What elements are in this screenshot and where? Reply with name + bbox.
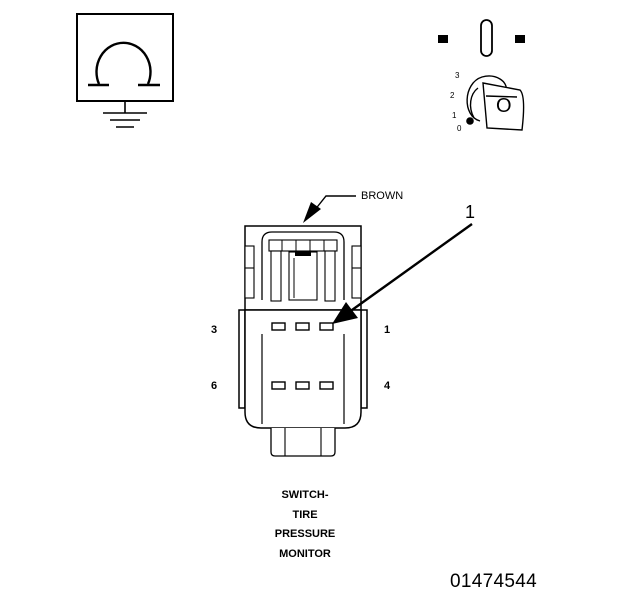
ignition-position-1: 1 (452, 111, 457, 120)
ohmmeter-icon (76, 13, 174, 128)
ignition-position-2: 2 (450, 91, 455, 100)
disconnect-icon (438, 19, 525, 57)
key-letter: O (496, 95, 512, 117)
brown-leader-arrow (303, 195, 356, 223)
ground-icon (103, 101, 147, 128)
component-title-line: MONITOR (279, 547, 331, 560)
terminal-cavities (271, 322, 334, 390)
pin-label-4: 4 (384, 380, 391, 392)
cavity-1 (319, 322, 334, 331)
connector-terminal-housing (244, 309, 362, 429)
cavity-6 (271, 381, 286, 390)
ignition-position-3: 3 (455, 71, 460, 80)
callout-arrow (332, 223, 473, 324)
wire-color-label: BROWN (361, 190, 404, 202)
ignition-position-0: 0 (457, 124, 462, 133)
cavity-4 (319, 381, 334, 390)
pin-label-6: 6 (211, 380, 218, 392)
cavity-3 (271, 322, 286, 331)
connector-icon (238, 225, 368, 457)
cavity-2 (295, 322, 310, 331)
component-title: SWITCH- TIRE PRESSURE MONITOR (250, 486, 360, 564)
cavity-5 (295, 381, 310, 390)
figure-number: 01474544 (450, 571, 537, 592)
omega-arc (95, 41, 152, 85)
component-title-line: PRESSURE (274, 528, 336, 540)
ohmmeter-box (76, 13, 174, 102)
callout-number: 1 (465, 202, 476, 222)
ignition-key-icon (466, 75, 525, 131)
pin-label-3: 3 (211, 324, 218, 336)
pin-label-1: 1 (384, 324, 391, 336)
component-title-line: TIRE (292, 508, 318, 521)
component-title-line: SWITCH- (281, 489, 329, 501)
